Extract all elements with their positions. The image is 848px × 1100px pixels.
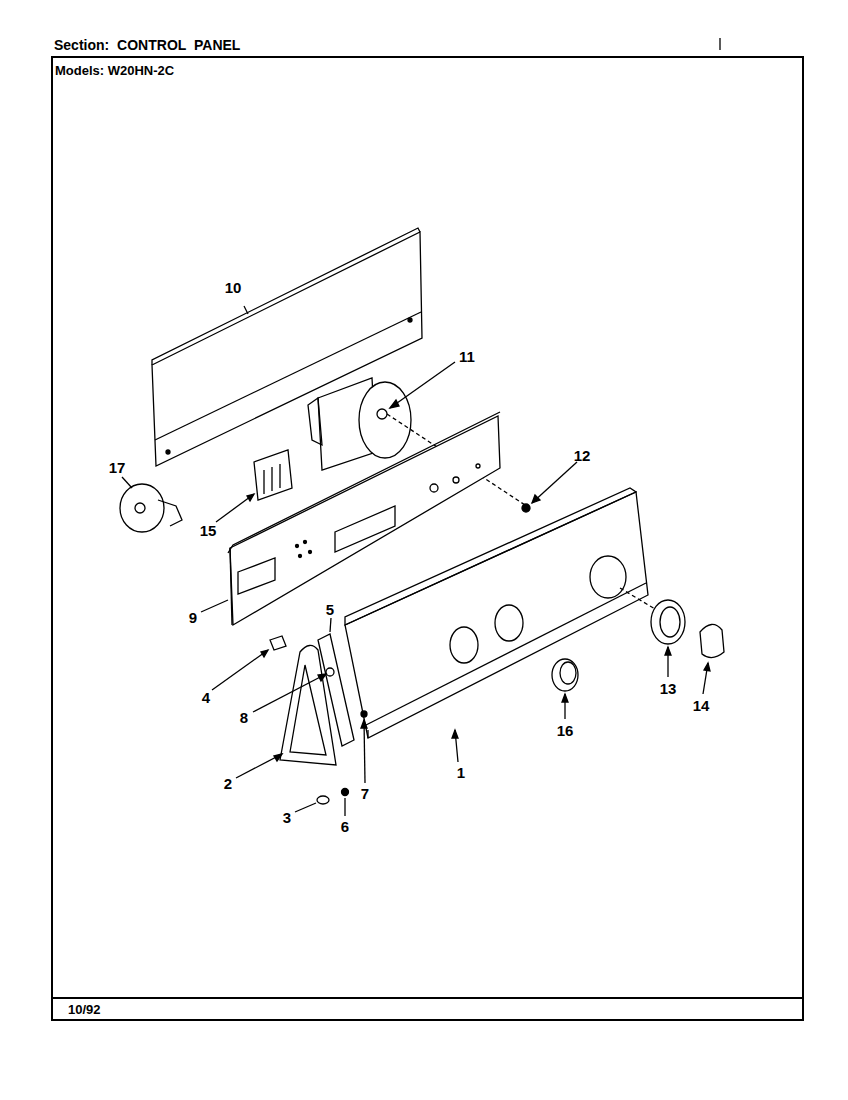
callout-number: 15 [200, 522, 217, 539]
section-title: Section: CONTROL PANEL [54, 37, 240, 53]
model-label: Models: W20HN-2C [55, 63, 174, 78]
date-label: 10/92 [68, 1002, 101, 1017]
callout-number: 17 [109, 459, 126, 476]
callout-number: 7 [361, 785, 369, 802]
callout-number: 14 [693, 697, 710, 714]
callout-number: 1 [457, 764, 465, 781]
callout-number: 10 [225, 279, 242, 296]
callout-number: 3 [283, 809, 291, 826]
callout-number: 8 [240, 709, 248, 726]
callout-number: 5 [326, 601, 334, 618]
callout-number: 13 [660, 680, 677, 697]
callout-number: 4 [202, 689, 210, 706]
callout-number: 11 [459, 348, 475, 365]
callout-number: 9 [189, 609, 197, 626]
callout-number: 16 [557, 722, 574, 739]
callout-number: 2 [224, 775, 232, 792]
callout-number: 12 [574, 447, 591, 464]
callout-number: 6 [341, 818, 349, 835]
